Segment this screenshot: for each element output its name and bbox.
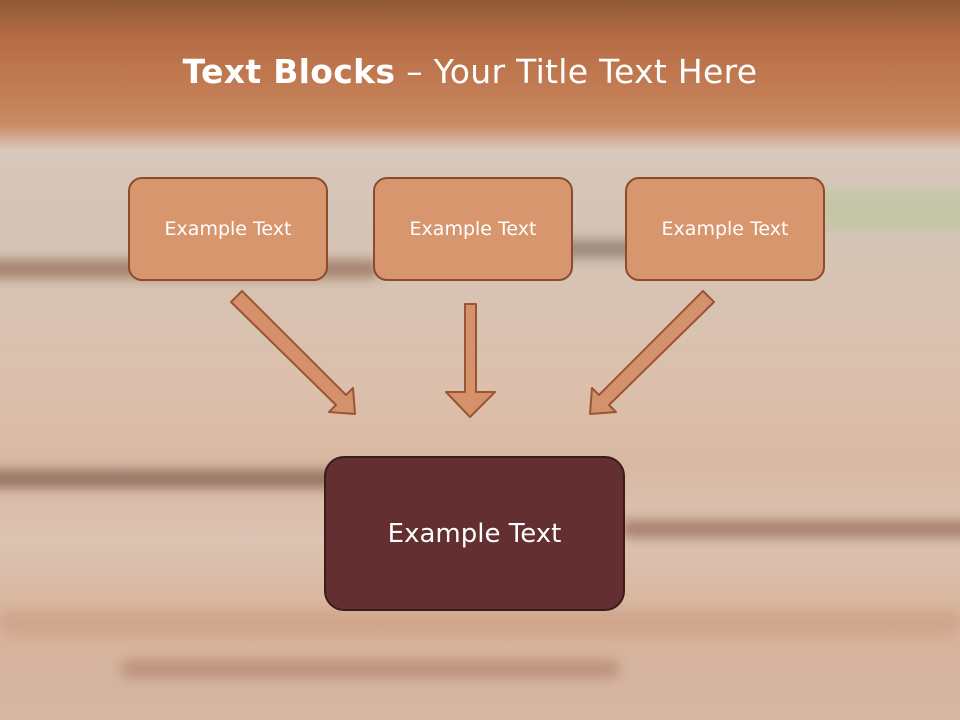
arrow-right-diagonal-icon — [589, 290, 715, 415]
result-block-label: Example Text — [387, 518, 562, 549]
result-block[interactable]: Example Text — [324, 456, 625, 611]
text-block-1-label: Example Text — [164, 218, 292, 240]
title-bold: Text Blocks — [182, 52, 396, 91]
slide-title: Text Blocks – Your Title Text Here — [0, 52, 940, 91]
background-streak — [620, 520, 960, 538]
background-streak — [0, 470, 360, 488]
text-block-2-label: Example Text — [409, 218, 537, 240]
arrow-left-diagonal-icon — [230, 290, 356, 415]
arrow-down-icon — [445, 303, 496, 418]
text-block-1[interactable]: Example Text — [128, 177, 328, 281]
background-streak — [120, 660, 620, 678]
text-block-3-label: Example Text — [661, 218, 789, 240]
background-streak — [0, 610, 960, 636]
text-block-2[interactable]: Example Text — [373, 177, 573, 281]
text-block-3[interactable]: Example Text — [625, 177, 825, 281]
title-rest: – Your Title Text Here — [395, 52, 758, 91]
